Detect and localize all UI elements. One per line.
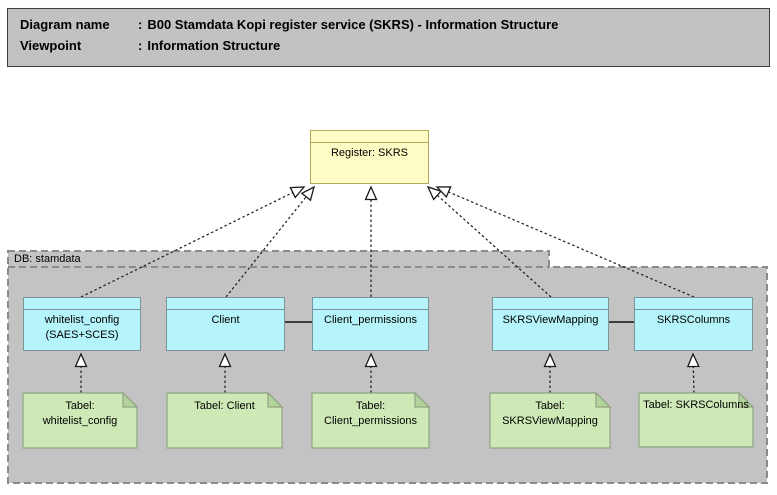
node-skrscolumns[interactable]: SKRSColumns [634,297,753,351]
note-label-clientpermissions: Tabel: Client_permissions [324,400,417,427]
node-register-skrs[interactable]: Register: SKRS [310,130,429,184]
note-fold-icon [414,391,431,408]
note-fold-icon [595,391,612,408]
node-title-strip [493,298,608,310]
note-shape-clientpermissions[interactable] [311,392,430,449]
diagram-name-row: Diagram name : B00 Stamdata Kopi registe… [20,14,769,35]
note-label-client: Tabel: Client [194,400,255,412]
realization-skrscolumns-to-register[interactable] [437,187,695,298]
realization-client-to-register[interactable] [225,187,314,298]
node-whitelist-config[interactable]: whitelist_config (SAES+SCES) [23,297,141,351]
node-title-strip [635,298,752,310]
node-title-strip [167,298,284,310]
diagram-name-value: B00 Stamdata Kopi register service (SKRS… [147,17,559,32]
node-client[interactable]: Client [166,297,285,351]
node-label: Register: SKRS [330,147,409,159]
note-fold-icon [738,391,755,408]
note-shape-client[interactable] [166,392,283,449]
note-label-skrscolumns: Tabel: SKRSColumns [643,399,749,411]
realization-whitelist-to-register[interactable] [80,187,304,298]
note-label-skrsviewmapping: Tabel: SKRSViewMapping [502,400,598,427]
diagram-name-label: Diagram name [20,17,110,32]
node-title-strip [311,131,428,143]
note-fold-icon [122,391,139,408]
note-label-whitelist: Tabel: whitelist_config [42,400,118,427]
node-label: SKRSViewMapping [502,314,599,326]
node-title-strip [24,298,140,310]
node-label: Client_permissions [324,314,417,326]
viewpoint-label: Viewpoint [20,38,82,53]
node-client-permissions[interactable]: Client_permissions [312,297,429,351]
viewpoint-value: Information Structure [147,38,281,53]
viewpoint-row: Viewpoint : Information Structure [20,35,769,56]
note-fold-icon [267,391,284,408]
realization-note-skrscolumns[interactable] [693,354,694,394]
diagram-name-separator: : [138,17,143,32]
node-label: Client [211,314,240,326]
diagram-title-block: Diagram name : B00 Stamdata Kopi registe… [7,8,770,67]
node-label: SKRSColumns [656,314,731,326]
node-label: whitelist_config (SAES+SCES) [44,314,120,341]
node-skrsviewmapping[interactable]: SKRSViewMapping [492,297,609,351]
viewpoint-separator: : [138,38,143,53]
note-shape-skrscolumns[interactable] [638,392,754,448]
note-shape-whitelist[interactable] [22,392,138,449]
db-container-label: DB: stamdata [14,253,81,265]
node-title-strip [313,298,428,310]
note-shape-skrsviewmapping[interactable] [489,392,611,449]
